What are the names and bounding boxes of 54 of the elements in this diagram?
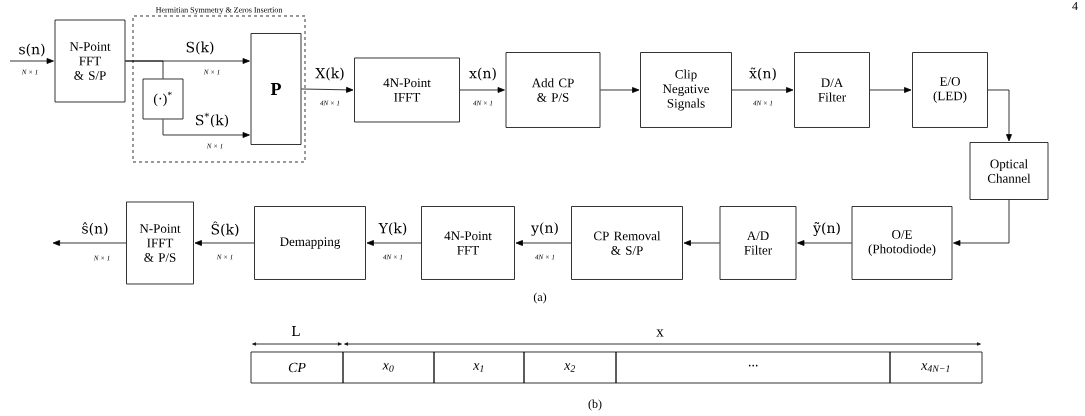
arrow (162, 119, 250, 138)
arrow (194, 240, 255, 246)
arrow (731, 87, 794, 93)
process-box: Demapping (254, 206, 366, 280)
arrow (683, 240, 720, 246)
process-box: N-Point FFT & S/P (54, 19, 126, 103)
signal-label: x(n) (469, 67, 496, 81)
process-box: P (250, 33, 302, 145)
arrow (600, 87, 640, 93)
process-box: E/O (LED) (912, 52, 988, 128)
length-label: L (291, 326, 300, 336)
frame-cell: x$_{4N−1}$ (889, 351, 983, 384)
arrow (301, 86, 354, 93)
frame-cell: x$_{1}$ (433, 351, 525, 384)
frame-cell: x$_{2}$ (523, 351, 617, 384)
signal-label: y(n) (531, 222, 558, 236)
process-box: N-Point IFFT & P/S (126, 201, 194, 285)
arrow (459, 87, 505, 93)
process-box: Clip Negative Signals (640, 52, 732, 128)
subfigure-caption: (a) (533, 292, 547, 304)
arrow (987, 89, 1012, 142)
signal-label: Y(k) (378, 222, 407, 236)
length-label: x (656, 329, 664, 337)
process-box: Optical Channel (969, 142, 1049, 200)
arrow (797, 240, 852, 246)
process-box: Add CP & P/S (505, 52, 601, 128)
signal-label: S(k) (186, 41, 214, 55)
group-title: Hermitian Symmetry & Zeros Insertion (155, 7, 283, 15)
conjugate-box: (·)$^{*}$ (142, 78, 184, 120)
process-box: 4N-Point IFFT (354, 57, 460, 123)
signal-label: Ŝ(k) (211, 221, 239, 237)
process-box: CP Removal & S/P (571, 206, 683, 280)
subfigure-caption: (b) (588, 399, 602, 411)
arrow (366, 240, 422, 246)
arrow (125, 60, 164, 79)
frame-cell: CP (250, 351, 344, 384)
frame-cell: x$_{0}$ (342, 351, 435, 384)
signal-label: s(n) (19, 43, 45, 57)
process-box: A/D Filter (719, 206, 797, 280)
arrow (52, 240, 127, 246)
signal-label: x̃(n) (749, 67, 776, 81)
arrow (515, 240, 572, 246)
page-number: 4 (1072, 2, 1078, 10)
arrow (953, 199, 1010, 246)
frame-cell: ··· (615, 351, 891, 384)
arrow (869, 87, 912, 93)
signal-label: S$^{*}$(k) (196, 112, 229, 128)
process-box: 4N-Point FFT (421, 206, 515, 280)
process-box: O/E (Photodiode) (851, 206, 953, 280)
signal-label: ŝ(n) (82, 222, 108, 236)
process-box: D/A Filter (794, 52, 870, 128)
signal-label: X(k) (315, 67, 344, 81)
signal-label: ỹ(n) (813, 222, 840, 236)
arrow (9, 58, 54, 64)
